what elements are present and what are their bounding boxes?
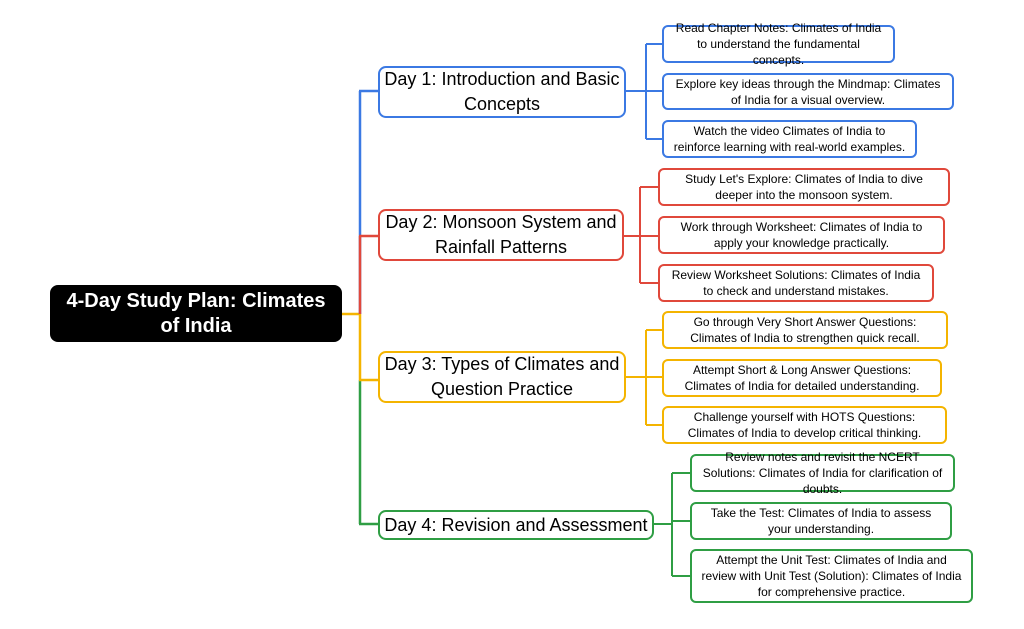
day4-task-1-text: Review notes and revisit the NCERT Solut… xyxy=(702,450,943,496)
day2-task-1-text: Study Let's Explore: Climates of India t… xyxy=(685,172,923,202)
day3-node: Day 3: Types of Climates and Question Pr… xyxy=(378,351,626,403)
day4-label: Day 4: Revision and Assessment xyxy=(384,514,648,535)
day4-node: Day 4: Revision and Assessment xyxy=(378,510,654,540)
day1-task-1-text: Read Chapter Notes: Climates of India to… xyxy=(675,21,882,67)
day2-task-3-text: Review Worksheet Solutions: Climates of … xyxy=(671,268,921,298)
day1-label: Day 1: Introduction and Basic Concepts xyxy=(384,69,620,114)
day2-task-3: Review Worksheet Solutions: Climates of … xyxy=(658,264,934,302)
branches-day1 xyxy=(626,43,662,140)
day4-task-2: Take the Test: Climates of India to asse… xyxy=(690,502,952,540)
day4-task-2-text: Take the Test: Climates of India to asse… xyxy=(710,506,932,536)
day2-task-2: Work through Worksheet: Climates of Indi… xyxy=(658,216,945,254)
day1-node: Day 1: Introduction and Basic Concepts xyxy=(378,66,626,118)
day1-task-2-text: Explore key ideas through the Mindmap: C… xyxy=(675,76,941,107)
day3-task-2: Attempt Short & Long Answer Questions: C… xyxy=(662,359,942,397)
day3-task-1-text: Go through Very Short Answer Questions: … xyxy=(690,315,920,345)
day2-task-2-text: Work through Worksheet: Climates of Indi… xyxy=(680,220,923,250)
day2-task-1: Study Let's Explore: Climates of India t… xyxy=(658,168,950,206)
day1-task-3: Watch the video Climates of India to rei… xyxy=(662,120,917,158)
root-title: 4-Day Study Plan: Climates of India xyxy=(66,289,326,337)
day3-task-3: Challenge yourself with HOTS Questions: … xyxy=(662,406,947,444)
day4-task-3: Attempt the Unit Test: Climates of India… xyxy=(690,549,973,603)
branches-day2 xyxy=(624,186,658,284)
branches-day4 xyxy=(654,472,690,577)
day2-label: Day 2: Monsoon System and Rainfall Patte… xyxy=(385,212,617,257)
day3-task-1: Go through Very Short Answer Questions: … xyxy=(662,311,948,349)
day4-task-1: Review notes and revisit the NCERT Solut… xyxy=(690,450,955,496)
day3-label: Day 3: Types of Climates and Question Pr… xyxy=(384,354,620,399)
day2-node: Day 2: Monsoon System and Rainfall Patte… xyxy=(378,209,624,261)
day1-task-3-text: Watch the video Climates of India to rei… xyxy=(673,124,906,154)
branches-day3 xyxy=(626,329,662,426)
day3-task-2-text: Attempt Short & Long Answer Questions: C… xyxy=(684,363,920,393)
day3-task-3-text: Challenge yourself with HOTS Questions: … xyxy=(687,410,922,440)
day1-task-1: Read Chapter Notes: Climates of India to… xyxy=(662,21,895,67)
root-node: 4-Day Study Plan: Climates of India xyxy=(50,285,342,342)
day1-task-2: Explore key ideas through the Mindmap: C… xyxy=(662,73,954,110)
day4-task-3-text: Attempt the Unit Test: Climates of India… xyxy=(701,553,962,599)
